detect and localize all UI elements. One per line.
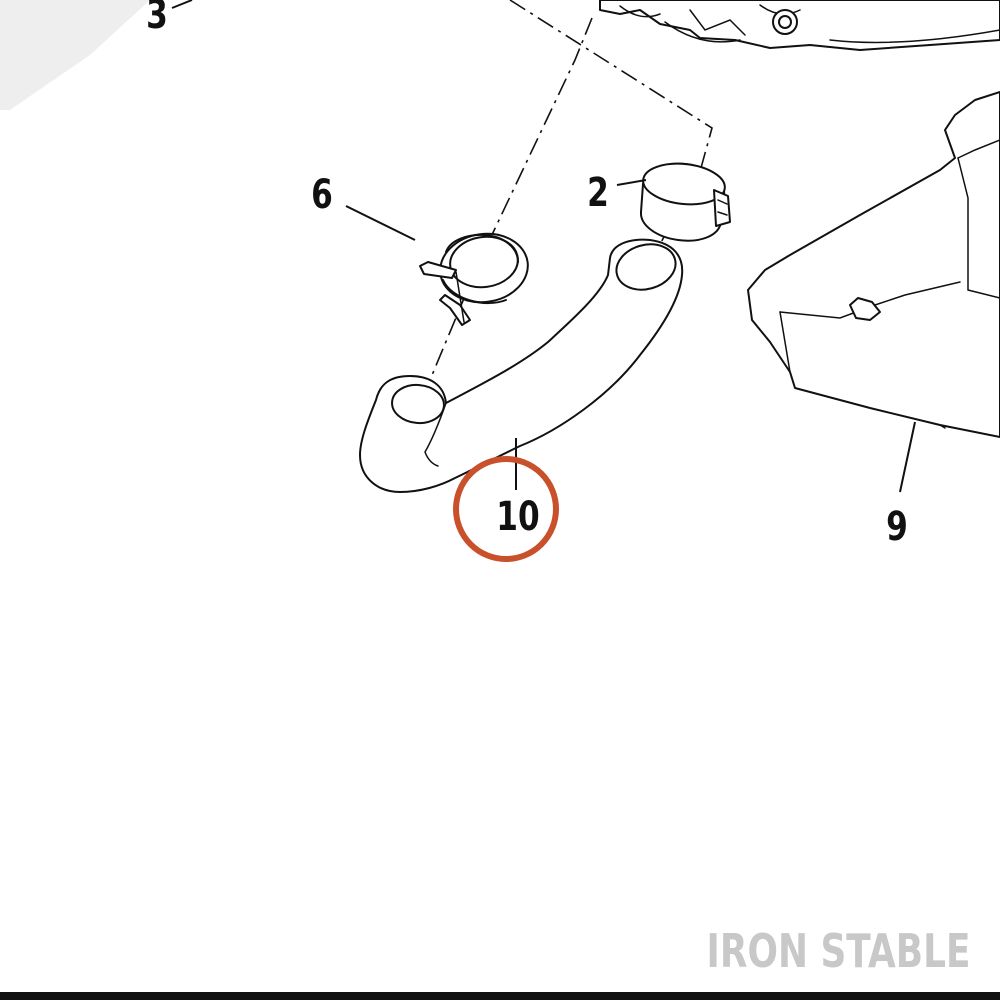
part-2-band-clamp xyxy=(639,162,731,242)
highlight-circle xyxy=(453,456,559,562)
part-9-cover xyxy=(747,91,1000,438)
leader-lines xyxy=(171,0,916,493)
callout-2: 2 xyxy=(587,170,609,216)
watermark-logo-text: IRON STABLE xyxy=(705,924,970,978)
callout-9: 9 xyxy=(886,504,908,550)
callout-3: 3 xyxy=(146,0,168,38)
background-shape xyxy=(0,0,150,110)
callout-10: 10 xyxy=(496,494,539,540)
part-3-engine-component xyxy=(599,0,1000,51)
callout-6: 6 xyxy=(311,172,333,218)
part-6-spring-clamp xyxy=(419,232,529,326)
bottom-border xyxy=(0,992,1000,1000)
part-10-hose xyxy=(359,238,684,493)
